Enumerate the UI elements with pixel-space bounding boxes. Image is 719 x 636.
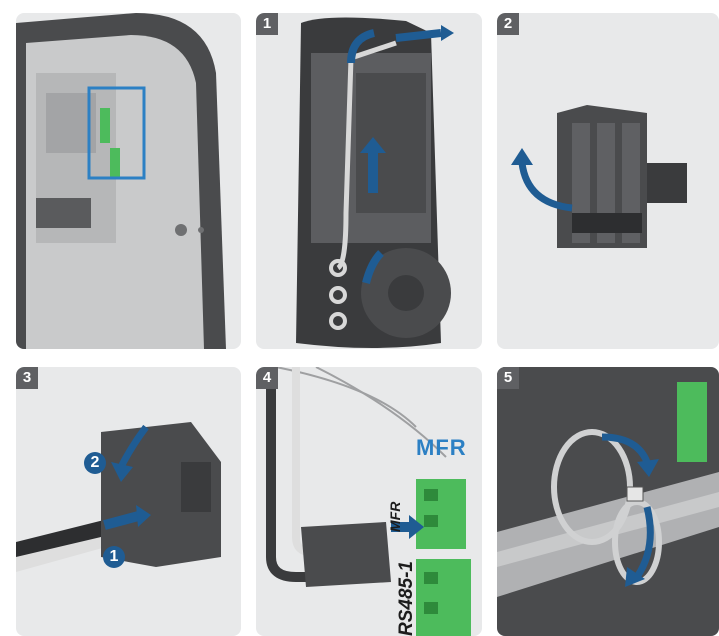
side-label-rs485: RS485-1 — [396, 561, 417, 636]
overview-illustration — [16, 13, 226, 349]
panel-step-1: 1 — [256, 13, 482, 349]
step-badge: 4 — [256, 367, 278, 389]
step-badge: 2 — [497, 13, 519, 35]
panel-step-2: 2 — [497, 13, 719, 349]
callout-2: 2 — [84, 452, 106, 474]
step1-illustration — [296, 17, 454, 348]
arrow-icon — [347, 29, 376, 64]
panel-step-3: 3 2 1 — [16, 367, 241, 636]
callout-1: 1 — [103, 546, 125, 568]
step-badge: 3 — [16, 367, 38, 389]
step2-illustration — [511, 105, 687, 248]
step-badge: 5 — [497, 367, 519, 389]
step5-illustration — [497, 367, 719, 636]
connector-icon — [301, 522, 391, 587]
arrow-icon — [518, 162, 573, 212]
arrow-icon — [395, 29, 442, 42]
step3-illustration — [16, 422, 221, 572]
side-label-mfr: MFR — [387, 501, 403, 532]
terminal-label-mfr: MFR — [416, 435, 467, 460]
step-badge: 1 — [256, 13, 278, 35]
arrow-icon — [601, 433, 651, 464]
step4-illustration — [266, 367, 471, 636]
panel-step-5: 5 — [497, 367, 719, 636]
connector-icon — [101, 422, 221, 567]
panel-overview — [16, 13, 241, 349]
panel-step-4: 4 MFR MFR RS485-1 — [256, 367, 482, 636]
